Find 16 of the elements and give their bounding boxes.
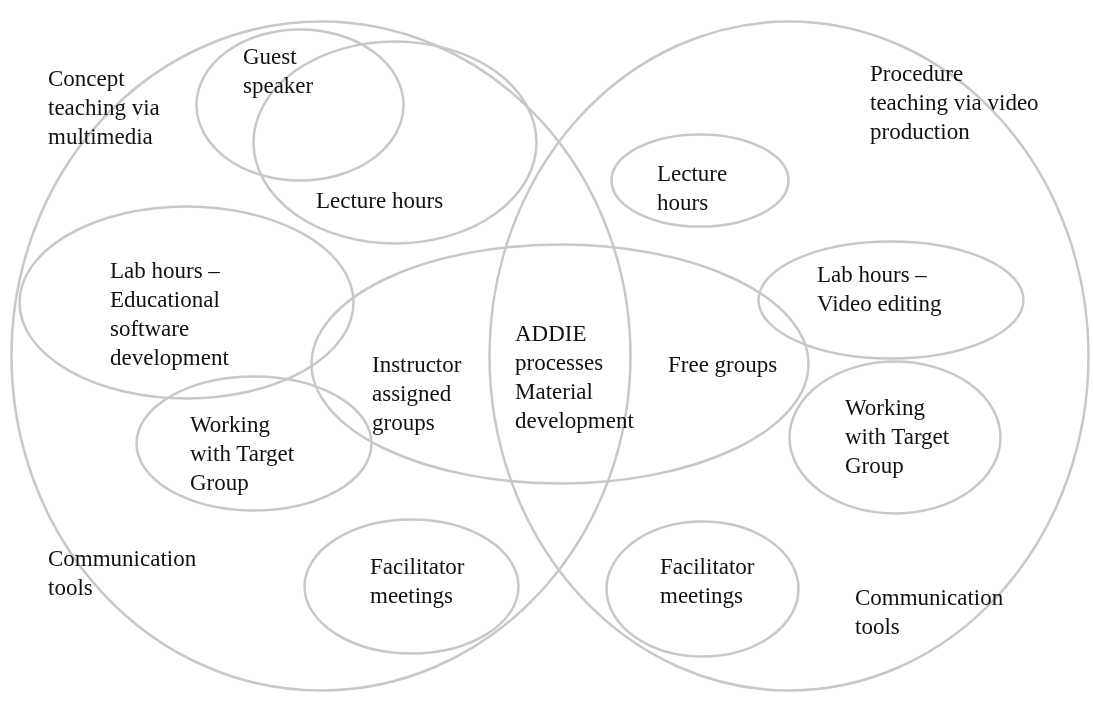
region-label: Communication tools bbox=[48, 545, 198, 602]
region-label: Working with Target Group bbox=[190, 411, 296, 497]
region-label: Lecture hours bbox=[657, 160, 729, 217]
region-label: Working with Target Group bbox=[845, 394, 951, 480]
region-label: Facilitator meetings bbox=[370, 553, 466, 610]
region-label: Free groups bbox=[668, 351, 779, 379]
region-label: Instructor assigned groups bbox=[372, 351, 463, 437]
region-label: Lecture hours bbox=[316, 187, 445, 215]
region-label: ADDIE processes Material development bbox=[515, 320, 635, 435]
region-label: Concept teaching via multimedia bbox=[48, 65, 161, 151]
region-label: Guest speaker bbox=[243, 43, 315, 100]
region-label: Lab hours – Educational software development bbox=[110, 257, 230, 372]
region-label: Facilitator meetings bbox=[660, 553, 756, 610]
region-label: Lab hours – Video editing bbox=[817, 261, 943, 318]
region-label: Communication tools bbox=[855, 584, 1005, 641]
region-label: Procedure teaching via video production bbox=[870, 60, 1040, 146]
